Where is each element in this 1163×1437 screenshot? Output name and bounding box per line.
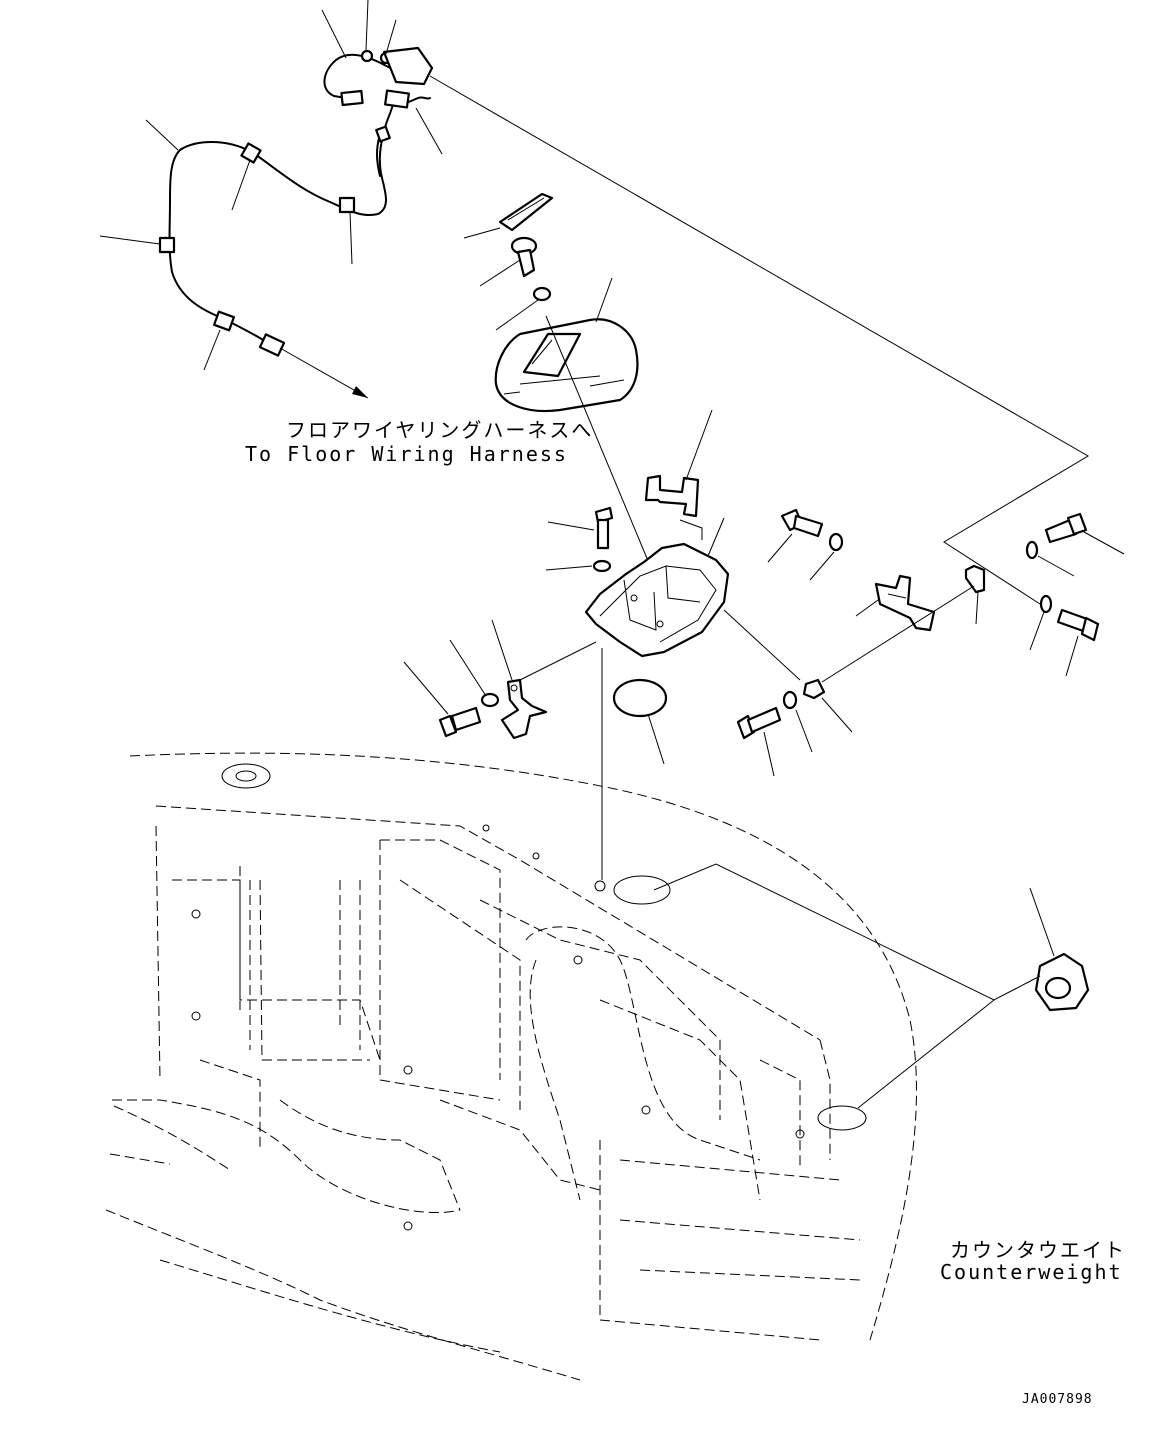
bracket-assembly — [545, 409, 730, 880]
right-bracket-parts — [723, 508, 1125, 777]
counterweight-fitting — [653, 863, 1090, 1109]
chassis-outline — [105, 752, 917, 1381]
wiring-harness — [99, 0, 443, 399]
floor-harness-label-en: To Floor Wiring Harness — [245, 442, 568, 466]
reference-line — [545, 315, 657, 581]
left-bracket-parts — [403, 619, 597, 740]
floor-harness-label-jp: フロアワイヤリングハーネスへ — [286, 418, 594, 442]
counterweight-label-en: Counterweight — [940, 1260, 1123, 1284]
lamp-assembly — [463, 192, 639, 413]
counterweight-label-jp: カウンタウエイト — [950, 1238, 1126, 1262]
reference-line — [429, 75, 1089, 605]
drawing-code: JA007898 — [1022, 1392, 1093, 1407]
